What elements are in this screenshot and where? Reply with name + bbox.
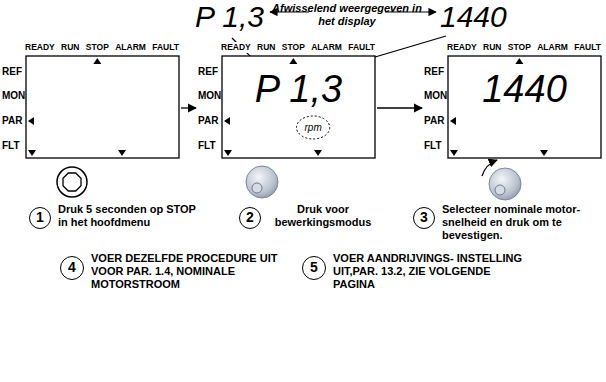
status-indicator-label: READY bbox=[220, 42, 252, 53]
status-indicator-label: READY bbox=[24, 42, 56, 53]
menu-label: FLT bbox=[2, 140, 20, 152]
status-pointer bbox=[289, 58, 297, 64]
unit-label: rpm bbox=[305, 122, 322, 133]
display-panel: READY RUN STOP ALARM FAULT REF MON PAR FLT 1440 bbox=[424, 42, 602, 160]
menu-label: PAR bbox=[424, 115, 444, 127]
bottom-pointer bbox=[450, 150, 458, 156]
step-number-circle: 5VOER AANDRIJVINGS- INSTELLING UIT,PAR. … bbox=[302, 256, 326, 280]
step-instruction: VOER AANDRIJVINGS- INSTELLING UIT,PAR. 1… bbox=[333, 252, 533, 292]
flow-arrow bbox=[181, 107, 196, 108]
display-note: Afwisselend weergegeven in het display bbox=[272, 2, 422, 28]
step-number-circle: 3Selecteer nominale motor- snelheid en d… bbox=[413, 207, 435, 229]
display-panel: READY RUN STOP ALARM FAULT REF MON PAR FLT P 1,3 r… bbox=[198, 42, 376, 160]
menu-label: PAR bbox=[198, 115, 218, 127]
menu-label: REF bbox=[2, 66, 22, 78]
menu-label: REF bbox=[424, 66, 444, 78]
status-indicator-label: RUN bbox=[60, 42, 80, 53]
step-number-circle: 2Druk voor bewerkingsmodus bbox=[239, 207, 261, 229]
display-readout: P 1,3 bbox=[195, 0, 264, 33]
status-indicator-label: FAULT bbox=[573, 42, 602, 53]
menu-label: PAR bbox=[2, 115, 22, 127]
menu-label: MON bbox=[198, 90, 221, 102]
status-indicator-label: ALARM bbox=[114, 42, 147, 53]
bottom-pointer bbox=[28, 150, 36, 156]
status-indicator-label: RUN bbox=[482, 42, 502, 53]
menu-label: FLT bbox=[424, 140, 442, 152]
status-indicator-label: STOP bbox=[281, 42, 306, 53]
step-instruction: Selecteer nominale motor- snelheid en dr… bbox=[442, 203, 594, 243]
bottom-pointer bbox=[224, 150, 232, 156]
status-indicator-label: STOP bbox=[507, 42, 532, 53]
knob-rotate-icon bbox=[482, 160, 521, 200]
lcd-frame bbox=[448, 56, 601, 158]
status-indicator-label: ALARM bbox=[536, 42, 569, 53]
menu-label: REF bbox=[198, 66, 218, 78]
status-pointer bbox=[93, 58, 101, 64]
status-indicator-label: FAULT bbox=[347, 42, 376, 53]
status-indicator-label: RUN bbox=[256, 42, 276, 53]
status-indicator-label: ALARM bbox=[310, 42, 343, 53]
bottom-pointer bbox=[540, 150, 548, 156]
menu-label: MON bbox=[2, 90, 25, 102]
step-instruction: Druk voor bewerkingsmodus bbox=[268, 203, 378, 229]
step-number: 4 bbox=[61, 257, 83, 278]
lcd-frame bbox=[222, 56, 375, 158]
status-header-row: READY RUN STOP ALARM FAULT bbox=[24, 42, 180, 53]
menu-label: MON bbox=[424, 90, 447, 102]
status-pointer bbox=[515, 58, 523, 64]
display-readout: 1440 bbox=[440, 0, 507, 33]
step-instruction: VOER DEZELFDE PROCEDURE UIT VOOR PAR. 1.… bbox=[91, 252, 286, 292]
step-number: 1 bbox=[30, 208, 50, 227]
lcd-frame bbox=[26, 56, 179, 158]
menu-pointer bbox=[28, 117, 34, 125]
display-panel: READY RUN STOP ALARM FAULT REF MON PAR FLT bbox=[2, 42, 180, 160]
stop-button-icon bbox=[57, 167, 87, 197]
knob-icon bbox=[246, 166, 278, 198]
step-number: 5 bbox=[303, 257, 325, 278]
highlight-circle bbox=[297, 116, 330, 139]
status-indicator-label: READY bbox=[446, 42, 478, 53]
display-readout: P 1,3 bbox=[255, 70, 342, 108]
status-indicator-label: FAULT bbox=[151, 42, 180, 53]
menu-pointer bbox=[224, 117, 230, 125]
status-indicator-label: STOP bbox=[85, 42, 110, 53]
bottom-pointer bbox=[314, 150, 322, 156]
status-header-row: READY RUN STOP ALARM FAULT bbox=[446, 42, 602, 53]
step-number-circle: 4VOER DEZELFDE PROCEDURE UIT VOOR PAR. 1… bbox=[60, 256, 84, 280]
step-number-circle: 1Druk 5 seconden op STOP in het hoofdmen… bbox=[29, 207, 51, 229]
step-number: 2 bbox=[240, 208, 260, 227]
flow-arrow bbox=[377, 107, 422, 108]
panel-outline bbox=[2, 42, 180, 160]
step-number: 3 bbox=[414, 208, 434, 227]
display-readout: 1440 bbox=[482, 70, 567, 108]
menu-label: FLT bbox=[198, 140, 216, 152]
menu-pointer bbox=[450, 117, 456, 125]
bottom-pointer bbox=[118, 150, 126, 156]
status-header-row: READY RUN STOP ALARM FAULT bbox=[220, 42, 376, 53]
step-instruction: Druk 5 seconden op STOP in het hoofdmenu bbox=[58, 203, 198, 229]
